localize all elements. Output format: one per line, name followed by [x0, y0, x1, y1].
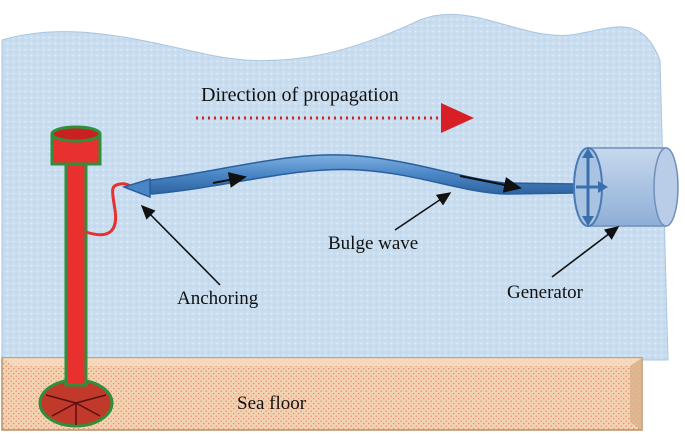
sea-water [1, 13, 669, 361]
generator-label: Generator [507, 282, 583, 303]
tether-line [85, 182, 135, 237]
sea-floor-label: Sea floor [237, 393, 307, 414]
anchoring-post [38, 125, 114, 428]
anchoring-callout-arrow [140, 204, 221, 286]
generator-unit [573, 147, 679, 227]
anchoring-label: Anchoring [177, 288, 259, 309]
bulge-wave-label: Bulge wave [328, 233, 419, 254]
bulge-callout-arrow [394, 192, 452, 231]
generator-callout-arrow [551, 226, 620, 278]
direction-label: Direction of propagation [201, 84, 399, 106]
